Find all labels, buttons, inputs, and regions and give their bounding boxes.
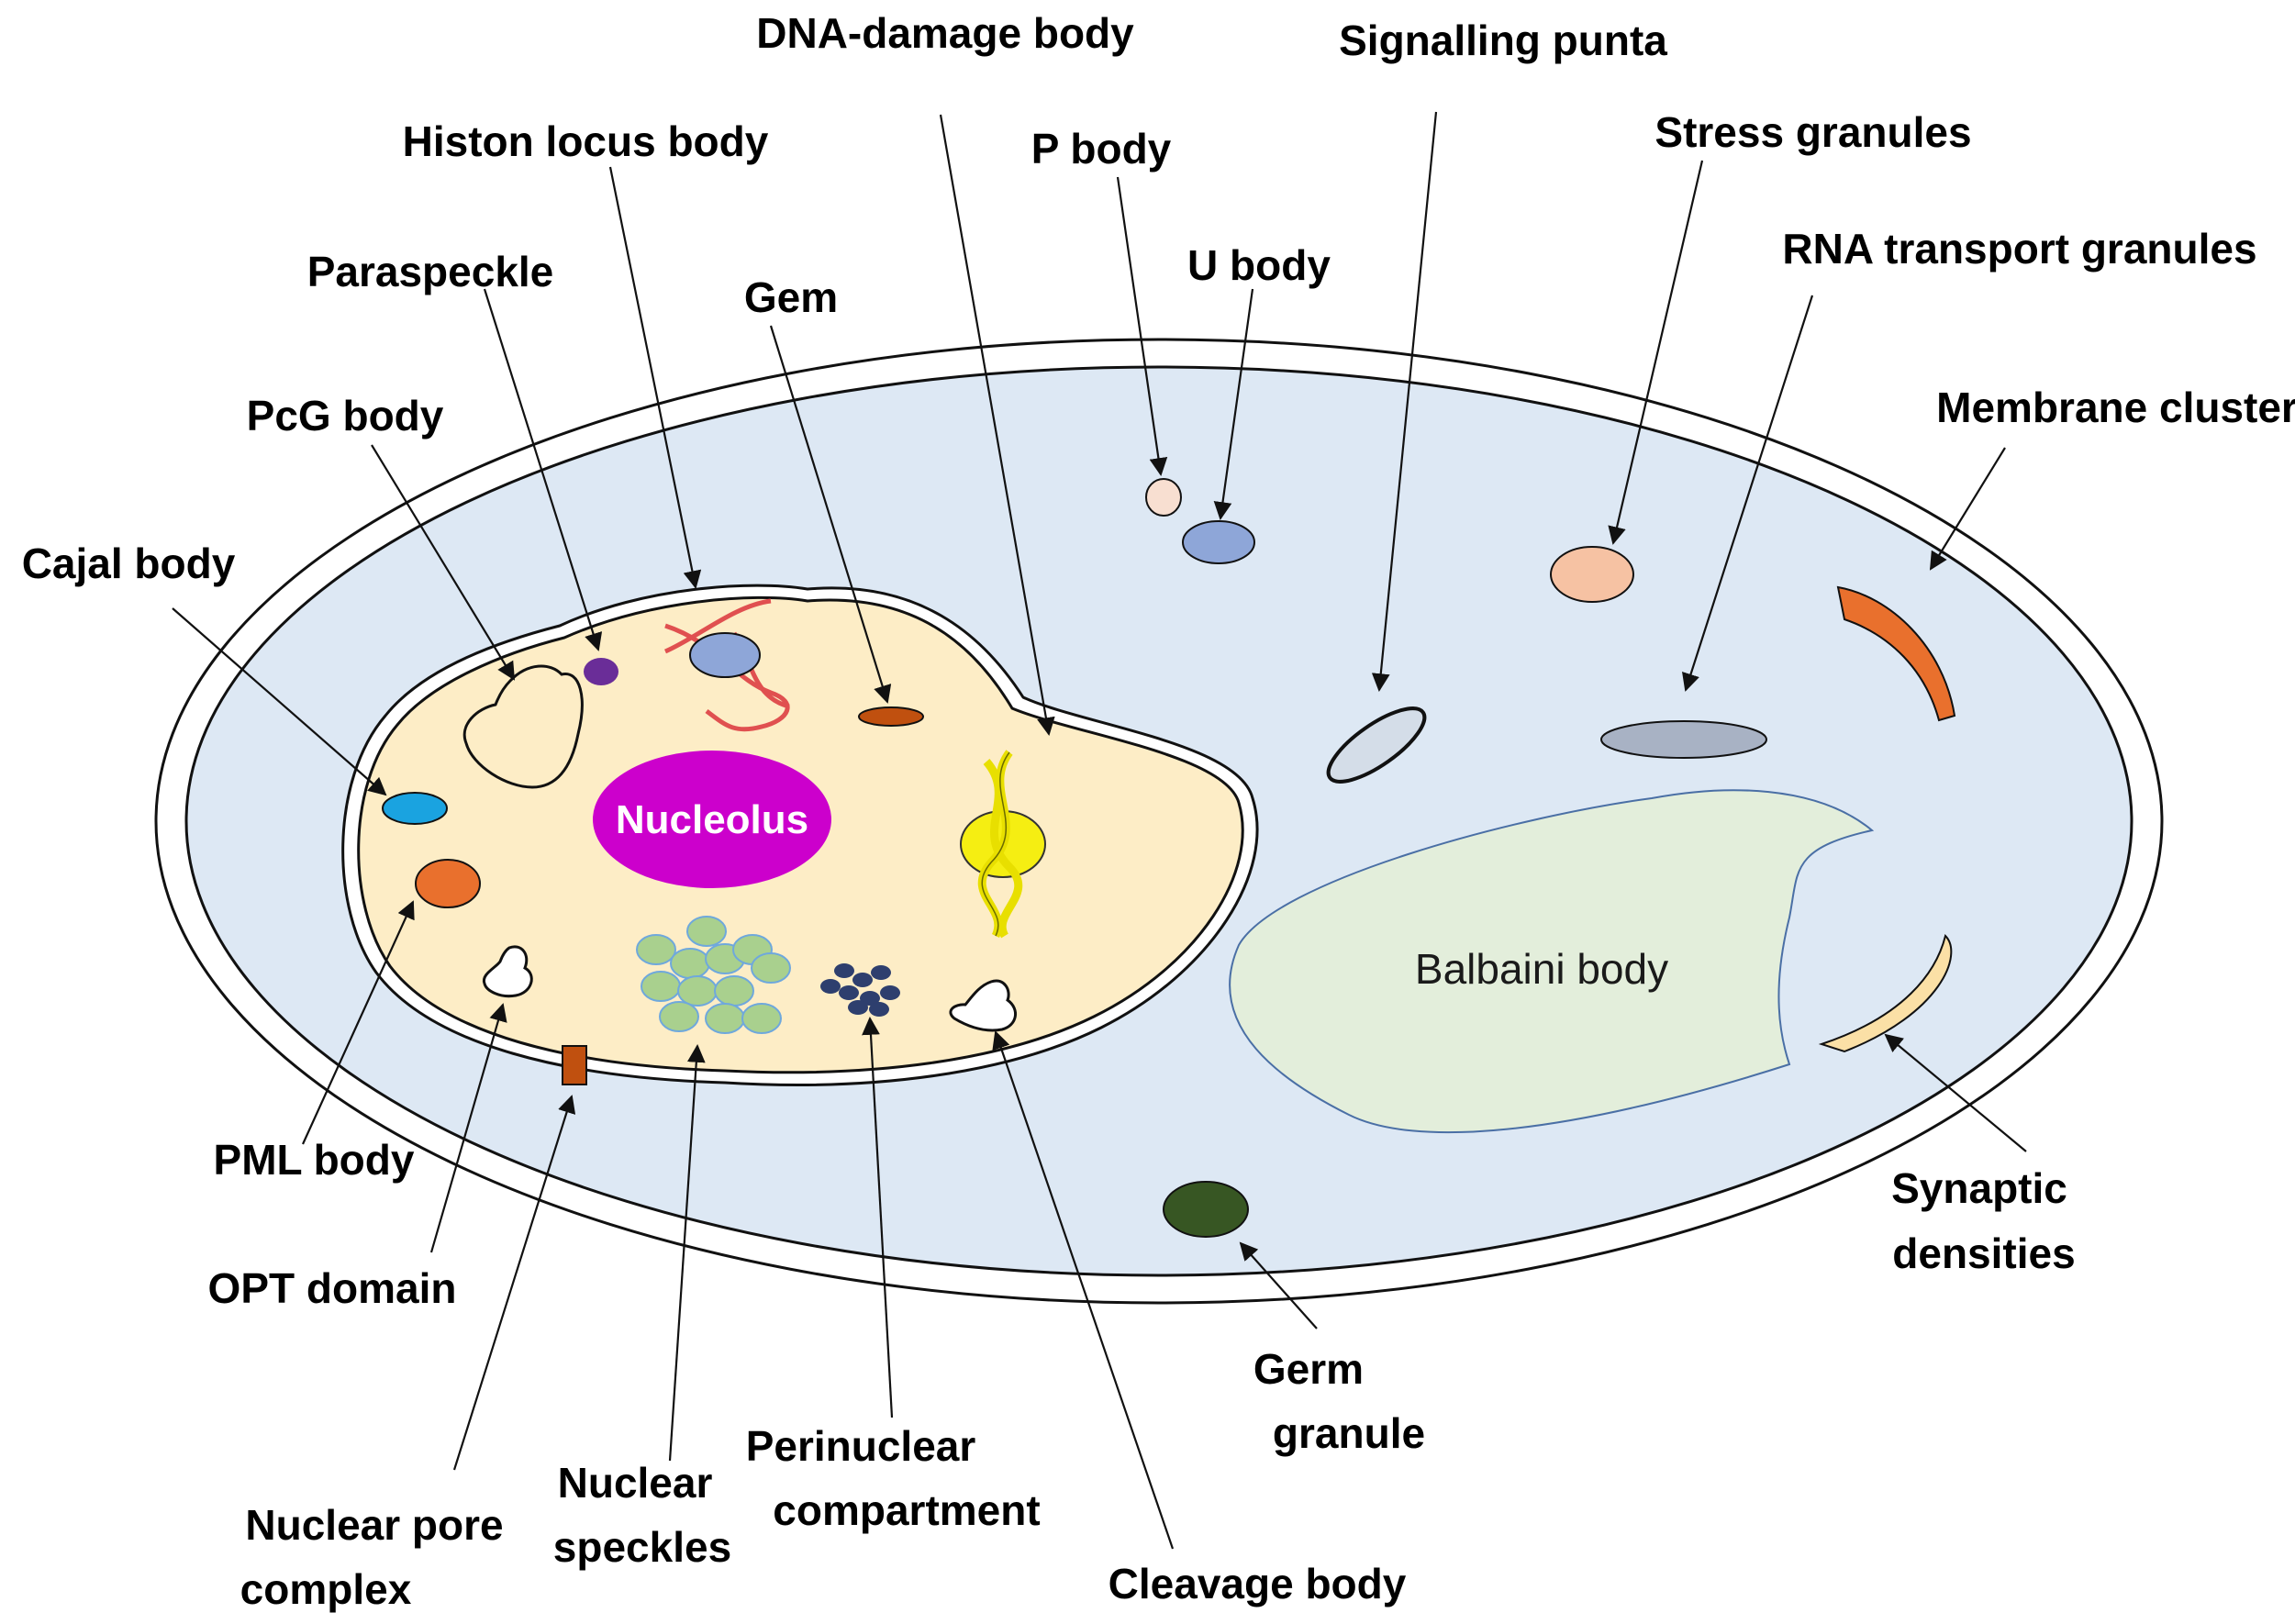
opt-domain	[482, 945, 533, 998]
arrow-pcg-body	[371, 444, 516, 681]
label-germ-granule-line1: Germ	[1253, 1345, 1364, 1393]
label-pcg-body: PcG body	[247, 392, 444, 439]
nuclear-speckles	[636, 916, 791, 1034]
arrow-histon-locus-body	[608, 166, 702, 589]
label-pml-body: PML body	[214, 1136, 415, 1184]
label-stress-granules: Stress granules	[1654, 108, 1971, 156]
membrane-cluster	[1836, 585, 1956, 722]
arrow-cleavage-body	[992, 1030, 1175, 1550]
label-synaptic-densities-line2: densities	[1892, 1229, 2075, 1277]
label-signalling-punta: Signalling punta	[1339, 17, 1667, 64]
label-nuclear-speckles-line2: speckles	[553, 1523, 731, 1571]
label-membrane-cluster: Membrane cluster	[1936, 384, 2295, 431]
arrow-gem	[769, 325, 892, 704]
label-u-body: U body	[1187, 241, 1331, 289]
label-histon-locus-body: Histon locus body	[403, 117, 769, 165]
balbaini-body-label: Balbaini body	[1415, 945, 1668, 993]
arrow-membrane-cluster	[1929, 447, 2006, 571]
rna-transport-granules	[1600, 720, 1767, 759]
label-nuclear-pore-complex-line2: complex	[240, 1565, 412, 1613]
label-opt-domain: OPT domain	[208, 1264, 457, 1312]
arrow-nuclear-pore-complex	[452, 1095, 576, 1471]
label-perinuclear-compartment-line1: Perinuclear	[746, 1422, 976, 1470]
histon-locus-body	[664, 598, 790, 732]
perinuclear-compartment	[820, 963, 900, 1017]
arrow-paraspeckle	[483, 288, 603, 651]
arrow-synaptic-densities	[1884, 1033, 2027, 1152]
paraspeckle	[584, 658, 618, 685]
label-nuclear-pore-complex-line1: Nuclear pore	[245, 1501, 503, 1549]
arrow-pml-body	[301, 900, 415, 1145]
arrow-germ-granule	[1239, 1241, 1318, 1329]
dna-damage-body	[960, 750, 1046, 939]
label-cajal-body: Cajal body	[22, 539, 236, 587]
label-p-body: P body	[1031, 125, 1172, 172]
nuclear-pore-complex	[562, 1045, 587, 1085]
label-germ-granule-line2: granule	[1273, 1409, 1425, 1457]
p-body	[1145, 478, 1182, 517]
arrow-cajal-body	[172, 607, 387, 796]
label-paraspeckle: Paraspeckle	[307, 248, 554, 295]
label-perinuclear-compartment-line2: compartment	[773, 1486, 1040, 1534]
arrow-rna-transport-granules	[1682, 295, 1814, 692]
label-synaptic-densities-line1: Synaptic	[1891, 1164, 2067, 1212]
label-nuclear-speckles-line1: Nuclear	[558, 1459, 713, 1507]
label-cleavage-body: Cleavage body	[1109, 1560, 1407, 1607]
arrow-opt-domain	[429, 1003, 507, 1253]
arrow-nuclear-speckles	[668, 1044, 706, 1462]
pml-body	[415, 859, 481, 908]
arrow-dna-damage-body	[939, 114, 1055, 736]
germ-granule	[1163, 1181, 1249, 1238]
arrow-signalling-punta	[1371, 111, 1438, 692]
cajal-body	[382, 792, 448, 825]
arrow-stress-granules	[1608, 160, 1704, 545]
nucleolus-label: Nucleolus	[616, 797, 808, 842]
signalling-punta	[1326, 706, 1427, 784]
arrow-perinuclear-compartment	[862, 1017, 894, 1418]
arrow-u-body	[1213, 288, 1254, 520]
balbaini-body	[1229, 789, 1875, 1134]
nucleolus	[593, 751, 831, 888]
u-body	[1182, 520, 1255, 564]
cleavage-body	[949, 979, 1017, 1032]
label-gem: Gem	[744, 273, 838, 321]
label-rna-transport-granules: RNA transport granules	[1782, 225, 2256, 273]
gem	[858, 706, 924, 727]
arrow-p-body	[1116, 176, 1168, 476]
stress-granules	[1550, 546, 1634, 603]
label-dna-damage-body: DNA-damage body	[756, 9, 1134, 57]
synaptic-densities	[1818, 934, 1953, 1053]
pcg-body	[462, 664, 584, 789]
